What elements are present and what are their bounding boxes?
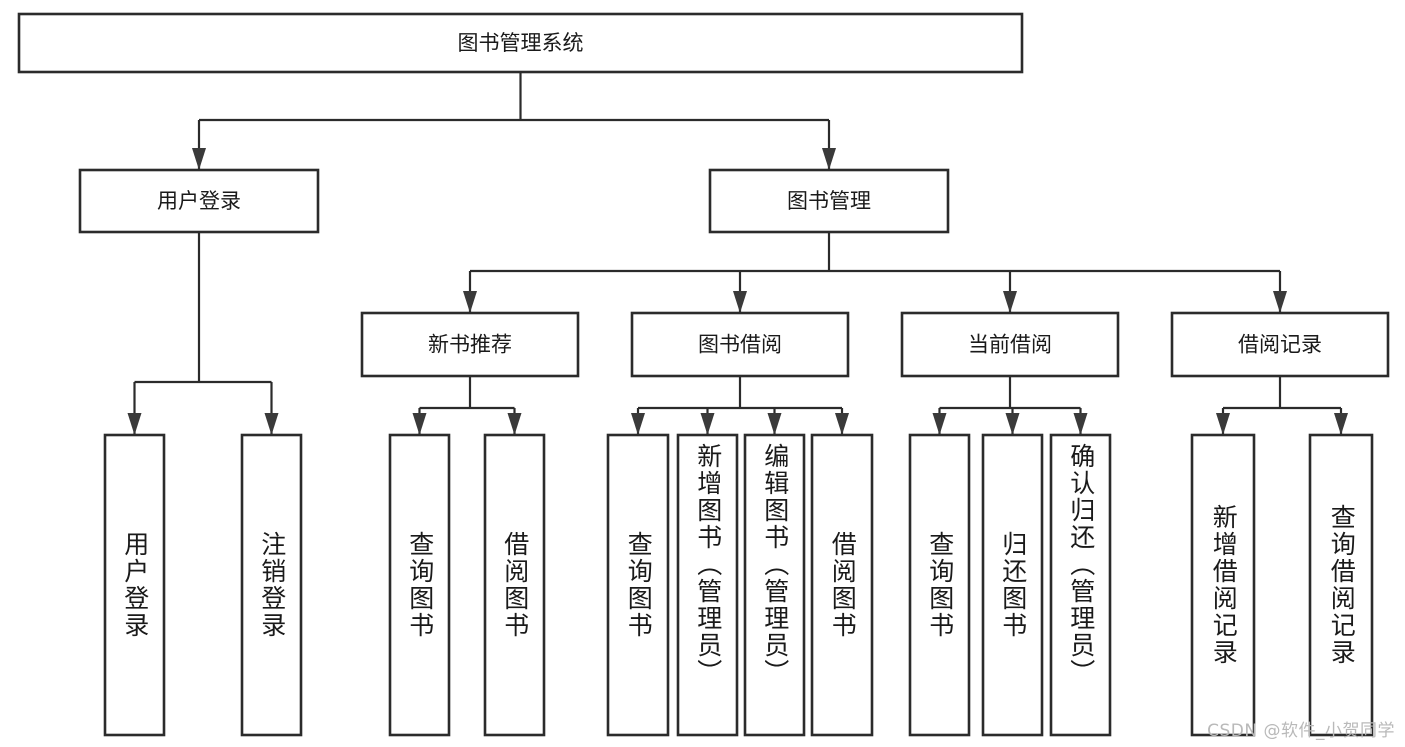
node-current-borrow[interactable] bbox=[900, 311, 1120, 378]
conn-bookborrow-arrow-3 bbox=[835, 413, 849, 435]
node-leaf-user-login[interactable] bbox=[103, 433, 166, 737]
conn-borrowrecord-arrow-0 bbox=[1216, 413, 1230, 435]
conn-bookmgmt-arrow-2 bbox=[1003, 291, 1017, 313]
node-root-system[interactable] bbox=[17, 12, 1024, 74]
conn-borrowrecord-arrow-1 bbox=[1334, 413, 1348, 435]
node-leaf-edit-book[interactable] bbox=[743, 433, 806, 737]
conn-bookborrow-arrow-2 bbox=[767, 413, 782, 435]
box-layer bbox=[17, 12, 1390, 737]
node-leaf-query-book-rec[interactable] bbox=[388, 433, 451, 737]
node-leaf-add-record[interactable] bbox=[1190, 433, 1256, 737]
node-leaf-borrow-book-br[interactable] bbox=[810, 433, 874, 737]
node-leaf-query-record[interactable] bbox=[1308, 433, 1374, 737]
node-book-management-label: 图书管理 bbox=[787, 189, 871, 213]
node-leaf-query-book-br[interactable] bbox=[606, 433, 670, 737]
conn-userlogin-arrow-1 bbox=[264, 413, 279, 435]
conn-currentborrow-arrow-1 bbox=[1005, 413, 1020, 435]
node-current-borrow-label: 当前借阅 bbox=[968, 333, 1052, 357]
conn-newbook-arrow-0 bbox=[412, 413, 427, 435]
node-borrow-record[interactable] bbox=[1170, 311, 1390, 378]
csdn-watermark: CSDN @软件_小贺同学 bbox=[1207, 721, 1395, 741]
node-leaf-query-book-cb[interactable] bbox=[908, 433, 971, 737]
node-leaf-logout[interactable] bbox=[240, 433, 303, 737]
conn-currentborrow-arrow-2 bbox=[1073, 413, 1088, 435]
conn-bookmgmt-arrow-3 bbox=[1273, 291, 1287, 313]
node-user-login-label: 用户登录 bbox=[157, 189, 241, 213]
conn-currentborrow-arrow-0 bbox=[932, 413, 947, 435]
node-leaf-add-book[interactable] bbox=[676, 433, 739, 737]
conn-userlogin-arrow-0 bbox=[127, 413, 142, 435]
node-leaf-return-book[interactable] bbox=[981, 433, 1044, 737]
node-new-book-recommend-label: 新书推荐 bbox=[428, 333, 512, 357]
conn-bookmgmt-arrow-1 bbox=[733, 291, 747, 313]
node-leaf-confirm-return[interactable] bbox=[1049, 433, 1112, 737]
node-leaf-borrow-book-rec[interactable] bbox=[483, 433, 546, 737]
conn-newbook-arrow-1 bbox=[507, 413, 522, 435]
conn-bookborrow-arrow-0 bbox=[631, 413, 645, 435]
node-book-borrow-label: 图书借阅 bbox=[698, 333, 782, 357]
node-book-management[interactable] bbox=[708, 168, 950, 234]
node-new-book-recommend[interactable] bbox=[360, 311, 580, 378]
connector-layer bbox=[127, 72, 1348, 435]
node-book-borrow[interactable] bbox=[630, 311, 850, 378]
node-borrow-record-label: 借阅记录 bbox=[1238, 333, 1322, 357]
conn-bookborrow-arrow-1 bbox=[700, 413, 715, 435]
conn-root-arrow-1 bbox=[822, 148, 836, 170]
node-root-label: 图书管理系统 bbox=[458, 31, 584, 55]
node-user-login[interactable] bbox=[78, 168, 320, 234]
conn-bookmgmt-arrow-0 bbox=[463, 291, 477, 313]
conn-root-arrow-0 bbox=[192, 148, 206, 170]
